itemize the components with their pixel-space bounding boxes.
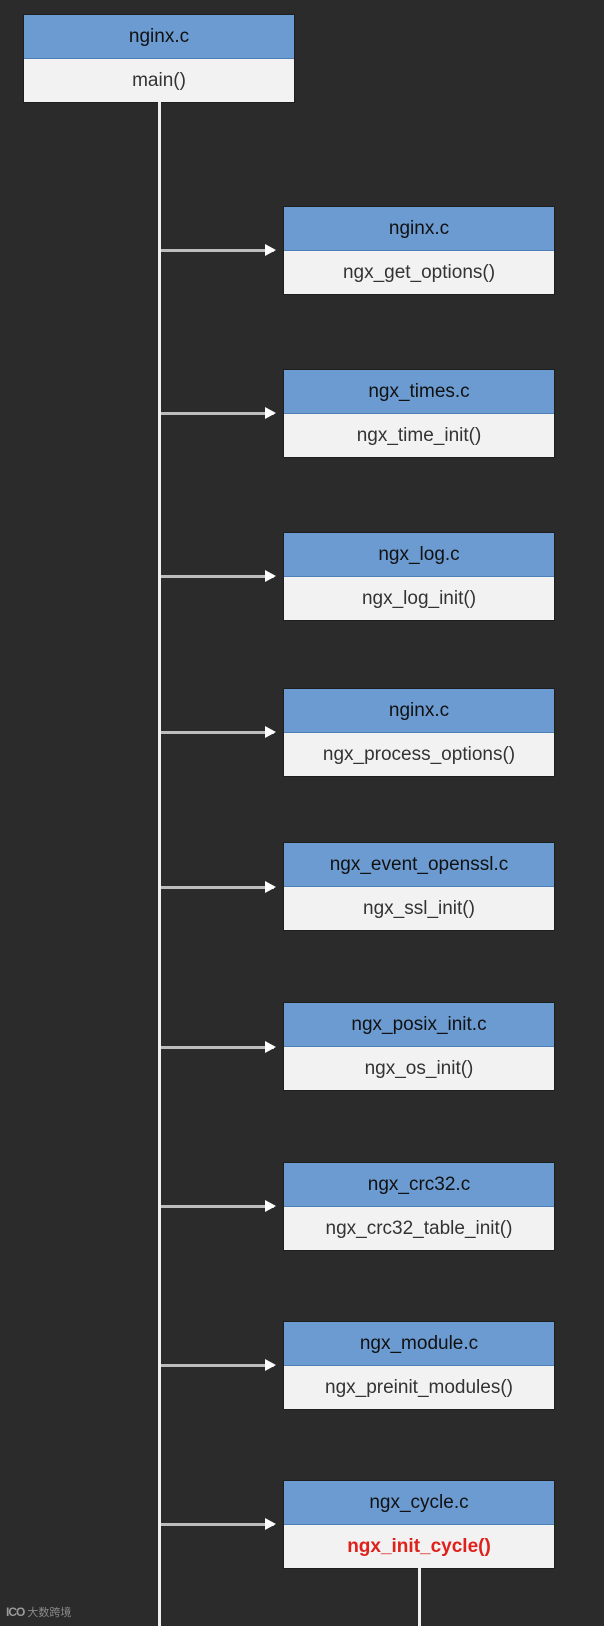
- call-func-label: ngx_log_init(): [284, 577, 554, 620]
- watermark-logo: ICO: [6, 1605, 25, 1619]
- call-node: ngx_module.c ngx_preinit_modules(): [283, 1321, 555, 1410]
- call-file-label: ngx_crc32.c: [284, 1163, 554, 1207]
- call-arrow: [161, 570, 276, 582]
- root-func-label: main(): [24, 59, 294, 102]
- call-func-label: ngx_get_options(): [284, 251, 554, 294]
- watermark: ICO 大数跨境: [6, 1604, 71, 1620]
- call-file-label: ngx_cycle.c: [284, 1481, 554, 1525]
- call-file-label: ngx_times.c: [284, 370, 554, 414]
- call-node-highlighted: ngx_cycle.c ngx_init_cycle(): [283, 1480, 555, 1569]
- call-node: ngx_times.c ngx_time_init(): [283, 369, 555, 458]
- call-func-label-highlighted: ngx_init_cycle(): [284, 1525, 554, 1568]
- call-arrow: [161, 881, 276, 893]
- call-node: ngx_event_openssl.c ngx_ssl_init(): [283, 842, 555, 931]
- root-node: nginx.c main(): [23, 14, 295, 103]
- call-func-label: ngx_os_init(): [284, 1047, 554, 1090]
- call-file-label: ngx_posix_init.c: [284, 1003, 554, 1047]
- call-file-label: nginx.c: [284, 689, 554, 733]
- call-func-label: ngx_preinit_modules(): [284, 1366, 554, 1409]
- call-func-label: ngx_process_options(): [284, 733, 554, 776]
- root-file-label: nginx.c: [24, 15, 294, 59]
- watermark-text: 大数跨境: [27, 1607, 72, 1619]
- call-node: ngx_crc32.c ngx_crc32_table_init(): [283, 1162, 555, 1251]
- call-func-label: ngx_time_init(): [284, 414, 554, 457]
- call-arrow: [161, 1041, 276, 1053]
- call-node: nginx.c ngx_get_options(): [283, 206, 555, 295]
- call-node: nginx.c ngx_process_options(): [283, 688, 555, 777]
- call-file-label: ngx_event_openssl.c: [284, 843, 554, 887]
- call-file-label: ngx_module.c: [284, 1322, 554, 1366]
- call-arrow: [161, 1518, 276, 1530]
- call-arrow: [161, 726, 276, 738]
- init-cycle-continuation-line: [418, 1567, 421, 1626]
- call-arrow: [161, 407, 276, 419]
- call-node: ngx_posix_init.c ngx_os_init(): [283, 1002, 555, 1091]
- call-func-label: ngx_ssl_init(): [284, 887, 554, 930]
- call-file-label: nginx.c: [284, 207, 554, 251]
- call-node: ngx_log.c ngx_log_init(): [283, 532, 555, 621]
- call-arrow: [161, 1359, 276, 1371]
- call-func-label: ngx_crc32_table_init(): [284, 1207, 554, 1250]
- main-call-trunk: [158, 100, 161, 1626]
- call-arrow: [161, 1200, 276, 1212]
- call-arrow: [161, 244, 276, 256]
- call-file-label: ngx_log.c: [284, 533, 554, 577]
